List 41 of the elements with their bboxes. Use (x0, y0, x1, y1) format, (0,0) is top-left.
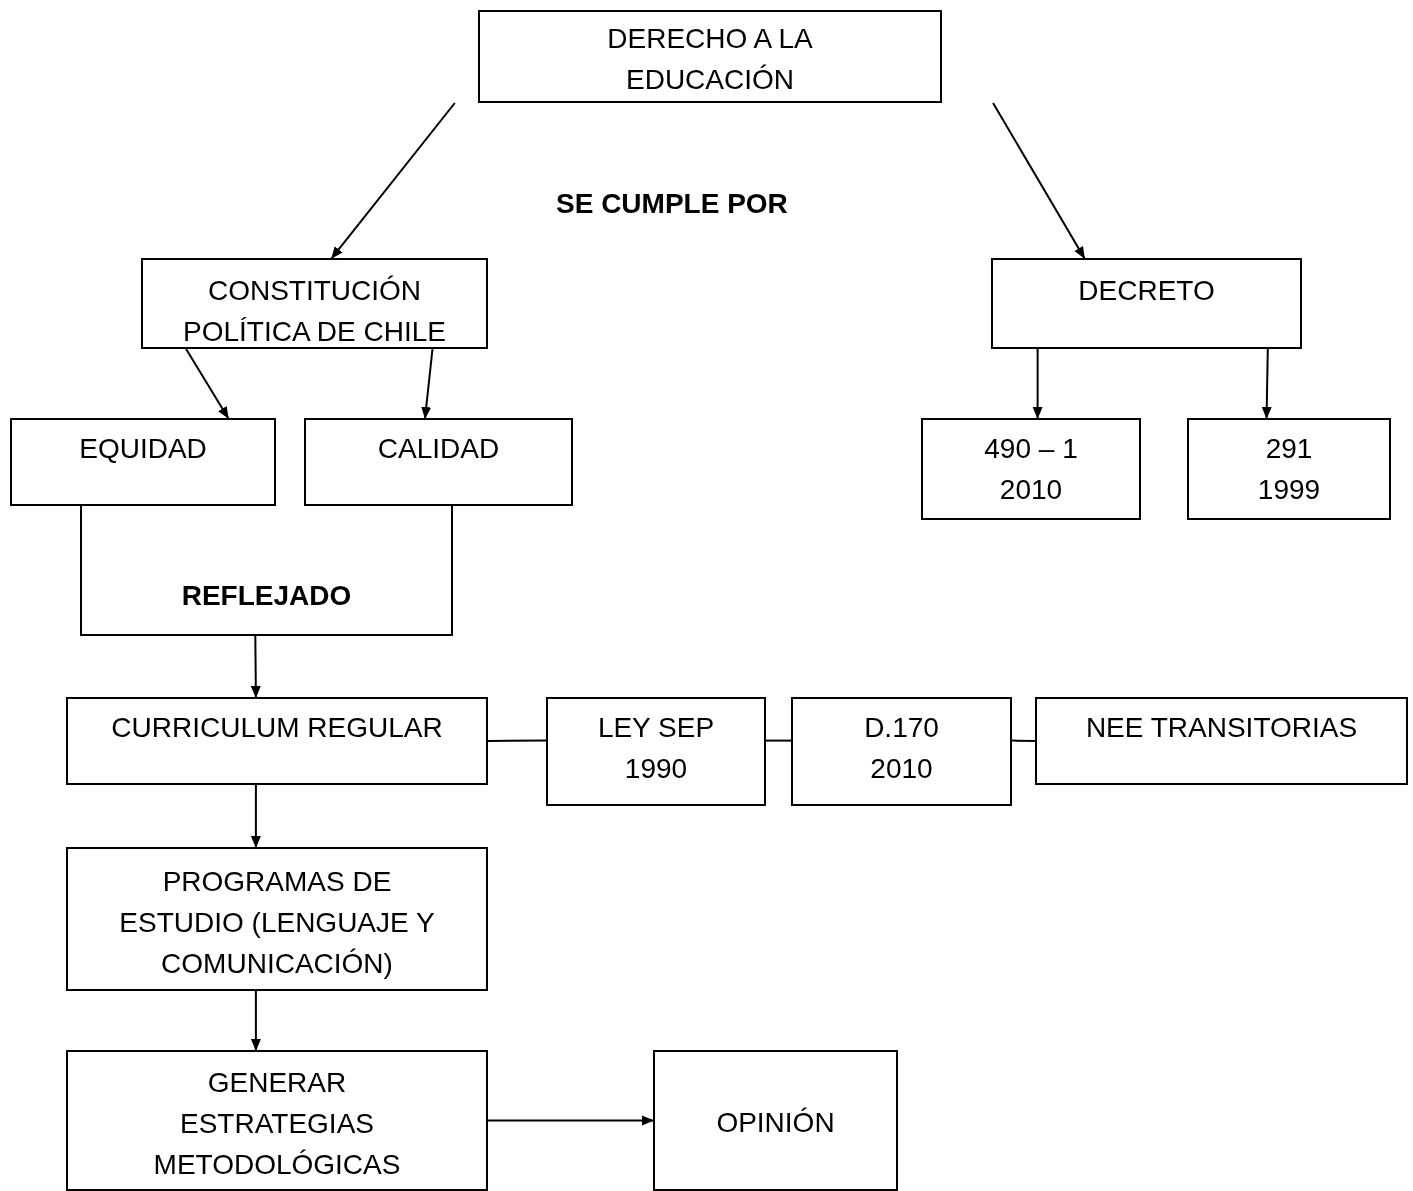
box-text: DERECHO A LA EDUCACIÓN (606, 22, 814, 97)
box-text: D.170 2010 (863, 711, 940, 786)
concept-box (66, 1050, 488, 1191)
bracket-box (80, 505, 453, 636)
arrow (421, 348, 434, 419)
box-text: CURRICULUM REGULAR (111, 711, 443, 745)
box-text: 291 1999 (1256, 432, 1322, 507)
arrow (250, 635, 261, 698)
arrow (250, 990, 261, 1051)
box-text: 490 – 1 2010 (983, 432, 1079, 507)
concept-box (546, 697, 766, 806)
arrow (1261, 348, 1272, 419)
arrow (992, 102, 1086, 259)
box-text: LEY SEP 1990 (596, 711, 716, 786)
box-text: OPINIÓN (716, 1106, 835, 1140)
box-text: CONSTITUCIÓN POLÍTICA DE CHILE (182, 274, 447, 349)
box-text: GENERAR ESTRATEGIAS METODOLÓGICAS (152, 1066, 402, 1182)
arrow (487, 1115, 654, 1126)
box-text: REFLEJADO (181, 579, 352, 613)
concept-box (10, 418, 276, 506)
concept-box (921, 418, 1141, 520)
connector-label: SE CUMPLE POR (556, 187, 788, 221)
box-text: NEE TRANSITORIAS (1085, 711, 1358, 745)
concept-box (478, 10, 942, 103)
arrow (1032, 348, 1043, 419)
box-text: CALIDAD (377, 432, 500, 466)
concept-box (791, 697, 1012, 806)
box-text: EQUIDAD (79, 432, 207, 466)
arrow (330, 102, 456, 259)
concept-box (653, 1050, 898, 1191)
arrow (250, 784, 261, 848)
arrow (185, 348, 230, 419)
concept-box (1187, 418, 1391, 520)
concept-box (141, 258, 488, 349)
concept-box (66, 697, 488, 785)
concept-box (991, 258, 1302, 349)
concept-box (1035, 697, 1408, 785)
concept-box (66, 847, 488, 991)
concept-box (304, 418, 573, 506)
box-text: DECRETO (1078, 274, 1215, 308)
box-text: PROGRAMAS DE ESTUDIO (LENGUAJE Y COMUNICACIÓN) (118, 865, 436, 981)
